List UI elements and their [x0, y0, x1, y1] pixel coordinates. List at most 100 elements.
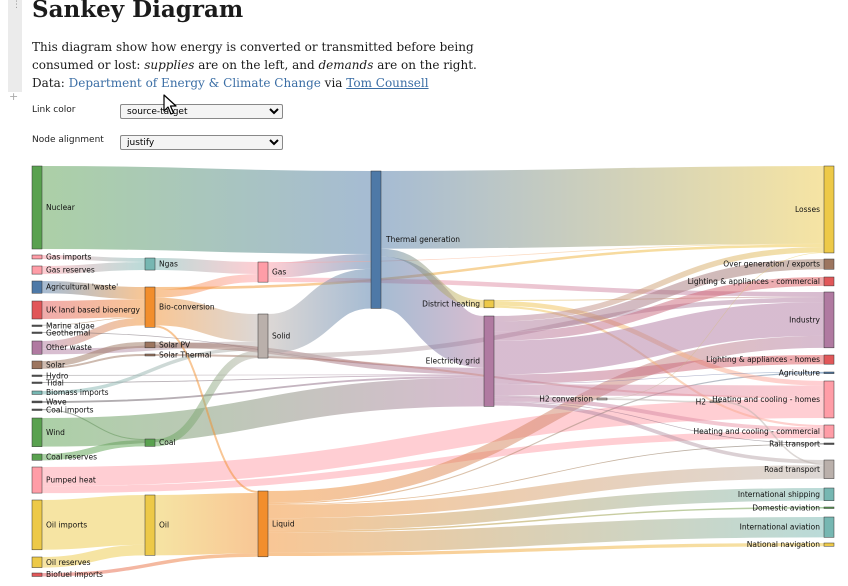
sankey-node[interactable] — [823, 291, 835, 349]
sankey-node[interactable] — [823, 542, 835, 547]
tom-counsell-link[interactable]: Tom Counsell — [346, 76, 429, 90]
sankey-node[interactable] — [823, 380, 835, 419]
sankey-node[interactable] — [823, 516, 835, 538]
sankey-link[interactable] — [41, 374, 485, 376]
sankey-node[interactable] — [31, 400, 43, 404]
sankey-link[interactable] — [378, 256, 487, 368]
sankey-link[interactable] — [154, 257, 259, 275]
sankey-node[interactable] — [257, 313, 269, 359]
sankey-link[interactable] — [267, 506, 825, 533]
sankey-link[interactable] — [41, 398, 825, 487]
sankey-link[interactable] — [267, 335, 825, 503]
sankey-link[interactable] — [41, 553, 259, 577]
link-color-select[interactable]: source-target — [120, 104, 283, 119]
sankey-node[interactable] — [31, 556, 43, 568]
sankey-node[interactable] — [257, 490, 269, 558]
sankey-link[interactable] — [493, 401, 825, 444]
sankey-node[interactable] — [31, 417, 43, 447]
sankey-link[interactable] — [41, 342, 146, 367]
node-alignment-select[interactable]: justify — [120, 135, 283, 150]
sankey-link[interactable] — [41, 495, 146, 550]
sankey-link[interactable] — [154, 325, 259, 493]
sankey-node[interactable] — [31, 499, 43, 551]
sankey-link[interactable] — [380, 166, 825, 249]
sankey-node[interactable] — [31, 165, 43, 250]
sankey-node[interactable] — [31, 340, 43, 355]
sankey-link[interactable] — [493, 302, 825, 375]
sankey-node[interactable] — [31, 453, 43, 461]
sankey-link[interactable] — [267, 516, 825, 553]
sankey-link[interactable] — [154, 492, 259, 556]
sankey-link[interactable] — [493, 276, 825, 341]
add-cell-icon[interactable]: + — [9, 90, 19, 103]
sankey-link[interactable] — [41, 254, 146, 262]
sankey-node[interactable] — [483, 315, 495, 407]
sankey-link[interactable] — [380, 248, 485, 308]
sankey-node[interactable] — [31, 360, 43, 370]
sankey-link[interactable] — [267, 443, 825, 505]
sankey-link[interactable] — [41, 261, 146, 275]
sankey-node[interactable] — [31, 265, 43, 275]
sankey-link[interactable] — [493, 395, 598, 400]
sankey-node[interactable] — [144, 286, 156, 328]
sankey-link[interactable] — [719, 400, 825, 466]
sankey-node[interactable] — [31, 390, 43, 395]
sankey-node[interactable] — [823, 442, 835, 445]
sankey-link[interactable] — [41, 299, 146, 319]
sankey-node[interactable] — [31, 466, 43, 494]
sankey-link[interactable] — [41, 280, 146, 300]
sankey-node[interactable] — [31, 381, 43, 384]
sankey-link[interactable] — [154, 297, 259, 342]
sankey-link[interactable] — [154, 350, 259, 447]
sankey-node[interactable] — [31, 331, 43, 334]
sankey-link[interactable] — [154, 342, 485, 375]
sankey-node[interactable] — [31, 572, 43, 577]
sankey-link[interactable] — [267, 542, 825, 557]
sankey-link[interactable] — [606, 398, 711, 403]
sankey-node[interactable] — [31, 254, 43, 260]
sankey-link[interactable] — [606, 252, 825, 399]
sankey-link[interactable] — [41, 377, 485, 447]
sankey-node[interactable] — [823, 459, 835, 479]
sankey-node[interactable] — [823, 258, 835, 270]
sankey-link[interactable] — [493, 371, 825, 385]
sankey-node[interactable] — [257, 261, 269, 283]
sankey-node[interactable] — [823, 487, 835, 501]
sankey-node[interactable] — [31, 280, 43, 294]
sankey-node[interactable] — [31, 324, 43, 327]
sankey-link[interactable] — [267, 465, 825, 519]
sankey-node[interactable] — [144, 257, 156, 271]
sankey-node[interactable] — [823, 276, 835, 287]
sankey-link[interactable] — [493, 384, 825, 397]
sankey-link[interactable] — [41, 317, 146, 326]
sankey-node[interactable] — [709, 400, 721, 403]
sankey-node[interactable] — [144, 353, 156, 357]
sankey-node[interactable] — [823, 506, 835, 509]
cell-gutter[interactable]: ⋮ — [8, 0, 22, 92]
sankey-link[interactable] — [266, 268, 373, 354]
sankey-node[interactable] — [596, 397, 608, 401]
sankey-link[interactable] — [41, 375, 485, 403]
sankey-node[interactable] — [823, 165, 835, 254]
sankey-node[interactable] — [144, 341, 156, 349]
sankey-node[interactable] — [31, 374, 43, 377]
sankey-node[interactable] — [144, 438, 156, 447]
sankey-node[interactable] — [823, 354, 835, 365]
sankey-node[interactable] — [31, 408, 43, 411]
sankey-link[interactable] — [41, 166, 372, 254]
sankey-link[interactable] — [267, 488, 825, 531]
sankey-node[interactable] — [370, 170, 382, 309]
sankey-link[interactable] — [267, 243, 825, 263]
sankey-link[interactable] — [154, 274, 259, 298]
sankey-node[interactable] — [823, 424, 835, 439]
sankey-link[interactable] — [41, 347, 259, 395]
sankey-node[interactable] — [144, 494, 156, 556]
sankey-link[interactable] — [493, 247, 825, 322]
sankey-link[interactable] — [267, 372, 825, 505]
sankey-link[interactable] — [493, 355, 825, 384]
sankey-node[interactable] — [823, 371, 835, 374]
sankey-link[interactable] — [154, 244, 825, 290]
sankey-node[interactable] — [31, 300, 43, 320]
sankey-node[interactable] — [483, 299, 495, 309]
sankey-link[interactable] — [493, 258, 825, 332]
